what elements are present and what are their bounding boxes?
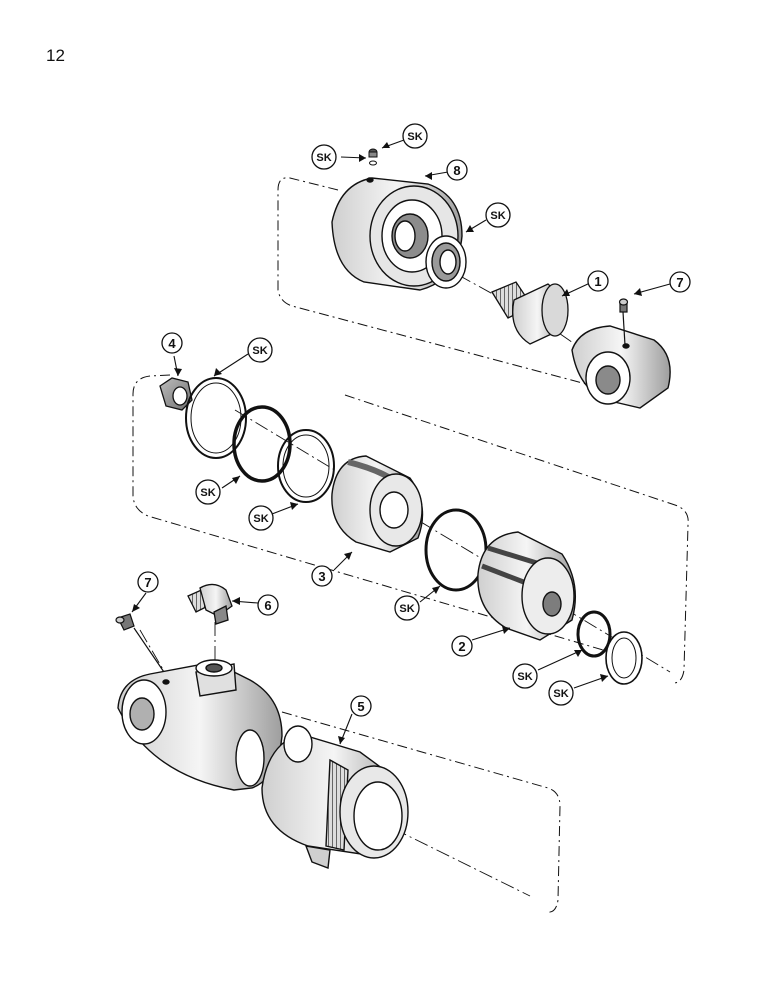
o-ring-3 — [576, 610, 612, 658]
callout-part-1-label: 1 — [594, 274, 601, 289]
part-3-gland — [331, 455, 424, 553]
callout-sk-8-label: SK — [517, 671, 532, 683]
grease-fitting-top — [618, 298, 629, 346]
rod-eye — [571, 325, 671, 409]
leader-arrowheads — [132, 142, 642, 744]
callout-sk-2-label: SK — [407, 131, 422, 143]
callout-part-5-label: 5 — [357, 699, 364, 714]
callout-part-2: 2 — [451, 635, 473, 657]
callout-part-4-label: 4 — [168, 336, 176, 351]
callout-part-4: 4 — [161, 332, 183, 354]
callout-sk-9-label: SK — [553, 688, 568, 700]
callout-part-6: 6 — [257, 594, 279, 616]
callout-part-8: 8 — [446, 159, 468, 181]
callout-part-7-bottom-label: 7 — [144, 575, 151, 590]
set-screw — [368, 148, 378, 166]
callout-sk-1: SK — [311, 144, 337, 170]
callout-sk-1-label: SK — [316, 152, 331, 164]
callout-part-7-top-label: 7 — [676, 275, 683, 290]
backup-ring-2 — [277, 429, 335, 503]
group-outline-barrel — [281, 711, 561, 913]
part-1-piston-rod — [491, 281, 569, 345]
callout-part-7-top: 7 — [669, 271, 691, 293]
callout-sk-3: SK — [485, 202, 511, 228]
callout-sk-9: SK — [548, 680, 574, 706]
backup-ring-1 — [185, 377, 247, 459]
callout-sk-7-label: SK — [399, 603, 414, 615]
callout-part-2-label: 2 — [458, 639, 465, 654]
callout-sk-2: SK — [402, 123, 428, 149]
callout-sk-5-label: SK — [200, 487, 215, 499]
part-5-cylinder-tube — [261, 725, 409, 869]
cylinder-barrel-base — [117, 659, 283, 791]
callout-part-1: 1 — [587, 270, 609, 292]
part-2-piston — [477, 531, 577, 641]
callout-part-3: 3 — [311, 565, 333, 587]
callout-sk-6: SK — [248, 505, 274, 531]
callout-sk-7: SK — [394, 595, 420, 621]
part-6-elbow-fitting — [187, 583, 233, 625]
part-4-nut — [159, 377, 193, 411]
callout-sk-5: SK — [195, 479, 221, 505]
callout-sk-8: SK — [512, 663, 538, 689]
callout-sk-3-label: SK — [490, 210, 505, 222]
group-outline-piston — [132, 374, 689, 684]
grease-fitting-bottom — [115, 613, 169, 679]
callout-part-5: 5 — [350, 695, 372, 717]
page-number: 12 — [46, 46, 65, 65]
head-seal — [425, 235, 467, 289]
callout-part-6-label: 6 — [264, 598, 271, 613]
callout-part-3-label: 3 — [318, 569, 325, 584]
callout-part-7-bottom: 7 — [137, 571, 159, 593]
callout-sk-4-label: SK — [252, 345, 267, 357]
callout-part-8-label: 8 — [453, 163, 460, 178]
callout-sk-6-label: SK — [253, 513, 268, 525]
callout-sk-4: SK — [247, 337, 273, 363]
o-ring-2 — [424, 508, 488, 592]
o-ring-1 — [232, 405, 292, 483]
backup-ring-3 — [605, 631, 643, 685]
